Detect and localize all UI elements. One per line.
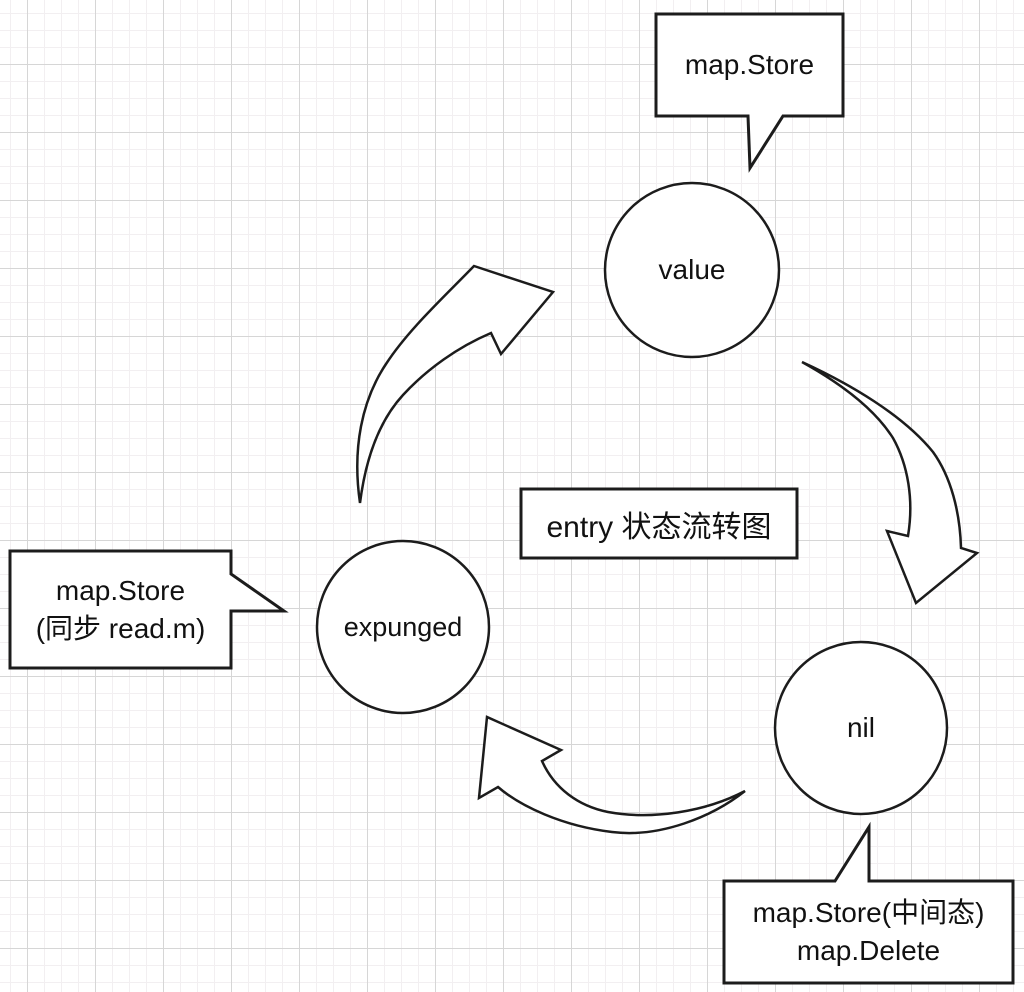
arrow-nil-to-expunged <box>477 715 746 835</box>
node-label-value: value <box>658 254 726 285</box>
title-box <box>519 487 799 560</box>
state-node-value <box>603 181 781 359</box>
callout-line: map.Store <box>55 574 186 606</box>
callout-line: map.Delete <box>796 935 941 966</box>
callout-line: (同步 read.m) <box>35 612 206 644</box>
callout-bubble-top <box>654 12 845 173</box>
callout-line: map.Store <box>684 49 815 80</box>
node-label-nil: nil <box>846 712 875 743</box>
diagram-title: entry 状态流转图 <box>546 510 772 544</box>
callout-text-bottom-right: map.Store(中间态) map.Delete <box>724 881 1013 983</box>
node-label-expunged: expunged <box>343 611 463 642</box>
callout-bubble-bottom-right <box>722 821 1015 985</box>
callout-line: map.Store(中间态) <box>752 897 985 928</box>
callout-text-top: map.Store <box>656 14 843 116</box>
arrow-expunged-to-value <box>356 264 556 504</box>
state-node-expunged <box>315 539 491 715</box>
callout-text-left: map.Store (同步 read.m) <box>10 551 231 668</box>
callout-bubble-left <box>8 549 289 670</box>
state-node-nil <box>773 640 949 816</box>
arrow-value-to-nil <box>801 360 980 606</box>
